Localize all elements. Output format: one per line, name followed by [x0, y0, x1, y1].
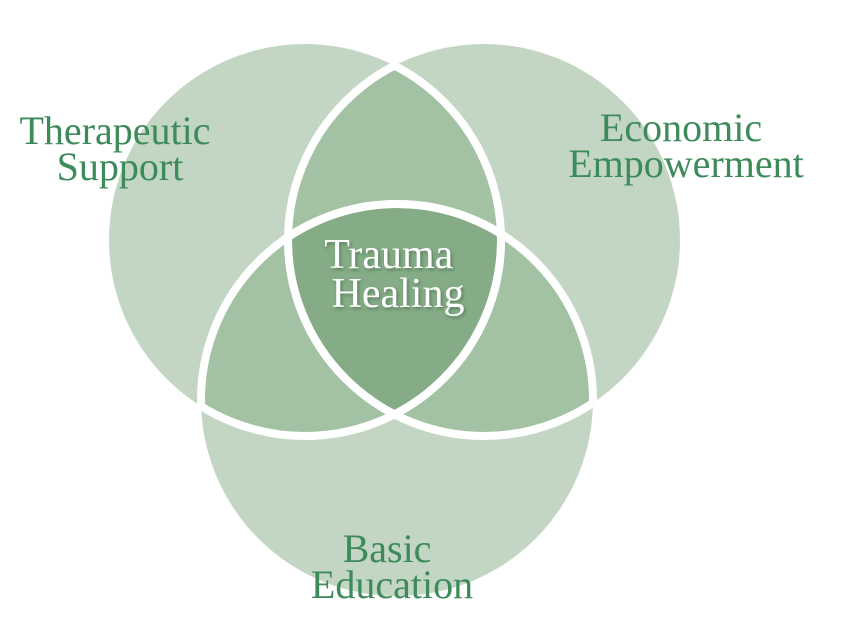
label-economic-line-1: Economic	[600, 105, 762, 150]
label-therapeutic-line-1: Therapeutic	[20, 108, 211, 153]
center-label-line-1: Trauma	[324, 232, 453, 278]
label-education-line-1: Basic	[343, 526, 432, 571]
label-trauma-healing: Trauma Healing	[324, 232, 464, 317]
label-education-line-2: Education	[311, 562, 473, 607]
outline-bottom-arc-right	[288, 200, 597, 436]
label-economic-empowerment: Economic Empowerment	[568, 105, 804, 186]
label-basic-education: Basic Education	[311, 526, 473, 607]
center-label-line-2: Healing	[332, 271, 465, 317]
label-economic-line-2: Empowerment	[568, 141, 804, 186]
label-therapeutic-support: Therapeutic Support	[20, 108, 221, 189]
venn-outlines	[197, 44, 597, 440]
outline-left-arc-bottom	[201, 204, 505, 440]
label-therapeutic-line-2: Support	[57, 144, 184, 189]
